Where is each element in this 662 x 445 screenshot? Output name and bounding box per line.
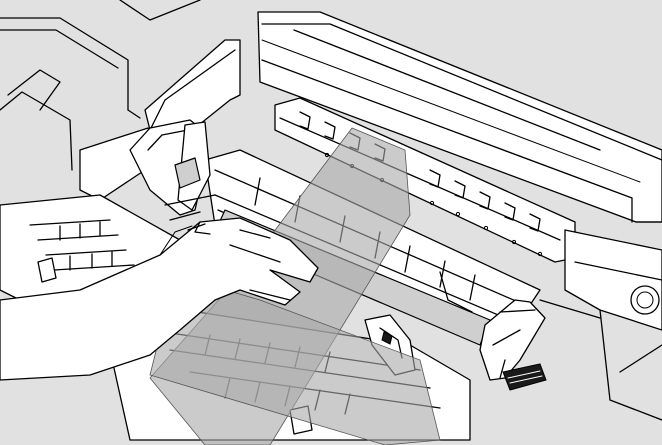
top-cover-open bbox=[257, 11, 662, 223]
drum-left-lever bbox=[129, 119, 216, 221]
green-latch bbox=[502, 363, 547, 391]
lever-tab bbox=[174, 157, 201, 189]
gear-icon bbox=[630, 285, 660, 315]
housing-top-left bbox=[0, 0, 201, 171]
right-side-body bbox=[539, 229, 662, 421]
hand bbox=[0, 217, 319, 381]
drum-right-bracket bbox=[479, 299, 546, 381]
